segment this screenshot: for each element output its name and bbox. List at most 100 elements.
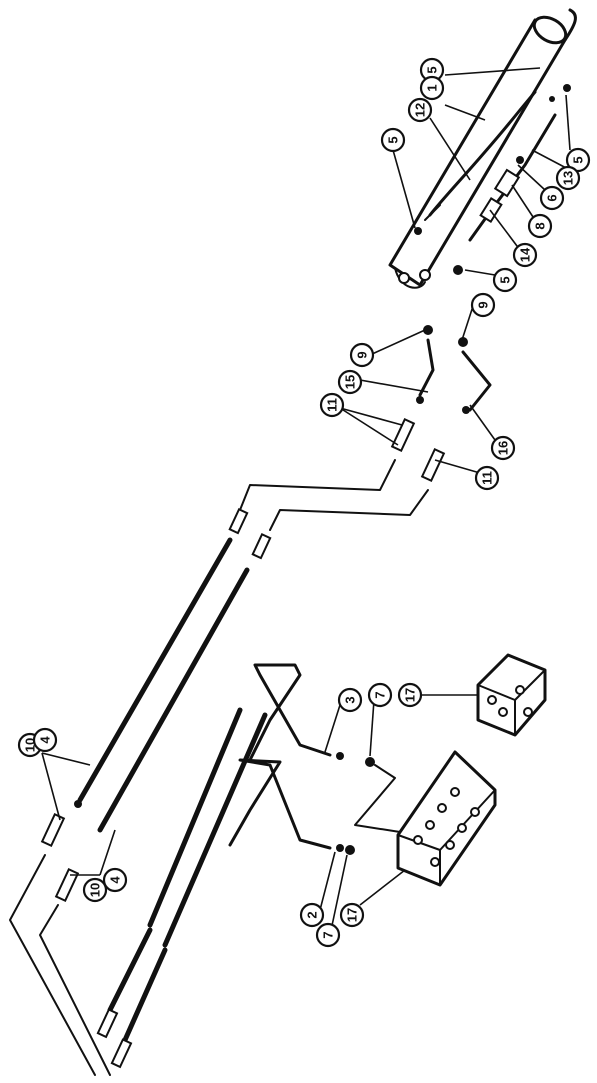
valve-block-lower-edges — [397, 789, 496, 886]
fitting-7b — [345, 845, 355, 855]
leader — [489, 209, 521, 251]
callout-1: 1 — [419, 75, 445, 101]
oring-9b — [458, 337, 468, 347]
leader — [359, 379, 429, 393]
callout-circle — [539, 185, 565, 211]
callout-14: 14 — [512, 242, 538, 268]
callout-circle — [380, 127, 406, 153]
valve-port — [445, 840, 455, 850]
leader — [464, 269, 496, 276]
fitting-6 — [493, 168, 521, 198]
callout-circle — [397, 682, 423, 708]
callout-15: 15 — [337, 369, 363, 395]
valve-port — [425, 820, 435, 830]
hose-end-lower-b — [110, 1038, 133, 1069]
callout-circle — [32, 727, 58, 753]
callout-circle — [474, 465, 500, 491]
pipe-3-end — [336, 752, 344, 760]
callout-number: 5 — [571, 156, 586, 163]
callout-circle — [102, 867, 128, 893]
callout-number: 9 — [476, 301, 491, 308]
hose-coupler-a — [228, 508, 249, 535]
valve-port — [498, 707, 508, 717]
cylinder-pin — [398, 272, 410, 284]
leader — [392, 149, 416, 229]
callout-8: 8 — [527, 213, 553, 239]
callout-2: 2 — [299, 902, 325, 928]
hose-loop-b — [39, 904, 111, 1076]
elbow-fittings — [390, 325, 492, 483]
valve-port — [523, 707, 533, 717]
callout-number: 12 — [413, 103, 428, 117]
callout-number: 17 — [403, 688, 418, 702]
cylinder-base — [394, 267, 426, 289]
callout-number: 10 — [88, 883, 103, 897]
callout-6: 6 — [539, 185, 565, 211]
pipe-3 — [248, 663, 332, 762]
callout-16: 16 — [490, 435, 516, 461]
leader — [324, 704, 341, 753]
hose-4a — [77, 537, 233, 803]
leader — [99, 829, 116, 876]
callout-3: 3 — [337, 687, 363, 713]
hose-runs — [9, 459, 429, 1076]
callout-number: 4 — [38, 736, 53, 744]
cylinder-pin-2 — [419, 269, 431, 281]
valve-port — [413, 835, 423, 845]
hose-3-run — [162, 712, 268, 948]
valve-block-upper — [476, 653, 547, 737]
callout-circle — [555, 165, 581, 191]
callout-number: 9 — [355, 351, 370, 358]
callout-circle — [337, 687, 363, 713]
callout-number: 16 — [496, 441, 511, 455]
callout-circle — [512, 242, 538, 268]
elbow-16 — [461, 350, 492, 412]
valve-port — [450, 787, 460, 797]
callout-circle — [407, 97, 433, 123]
callout-circle — [527, 213, 553, 239]
hose-coupler-b — [251, 533, 272, 560]
valve-port — [470, 807, 480, 817]
oring-5b — [414, 227, 422, 235]
callout-7a: 7 — [367, 682, 393, 708]
callout-number: 8 — [533, 222, 548, 229]
callout-7b: 7 — [315, 922, 341, 948]
callout-12: 12 — [407, 97, 433, 123]
hose-loop-a — [9, 854, 96, 1076]
leader — [444, 104, 486, 121]
leader — [41, 752, 61, 821]
callout-number: 7 — [321, 931, 336, 938]
leader — [565, 94, 571, 151]
callout-circle — [419, 75, 445, 101]
leader — [319, 851, 336, 911]
hose-end-10b — [54, 867, 80, 903]
callout-number: 11 — [480, 471, 495, 485]
callout-5d: 5 — [492, 267, 518, 293]
oring-5c — [516, 156, 524, 164]
callout-17a: 17 — [397, 682, 423, 708]
callout-circle — [337, 369, 363, 395]
tube-12 — [428, 90, 537, 217]
hose-4b — [97, 567, 250, 833]
hose-run-upper-a — [239, 459, 396, 511]
fitting-top — [549, 96, 555, 102]
fitting-16 — [462, 406, 470, 414]
callout-circle — [299, 902, 325, 928]
callout-11b: 11 — [474, 465, 500, 491]
callout-number: 4 — [108, 876, 123, 884]
callout-number: 15 — [343, 375, 358, 389]
valve-port — [515, 685, 525, 695]
callout-4a: 4 — [32, 727, 58, 753]
leader — [434, 459, 481, 474]
callout-circle — [315, 922, 341, 948]
callout-circle — [82, 877, 108, 903]
callout-circle — [367, 682, 393, 708]
elbow-15 — [418, 338, 435, 397]
leader — [329, 854, 348, 936]
callout-number: 14 — [518, 247, 533, 262]
tube-12-fitting — [424, 204, 441, 221]
oring-5a — [563, 84, 571, 92]
leader — [41, 752, 91, 766]
